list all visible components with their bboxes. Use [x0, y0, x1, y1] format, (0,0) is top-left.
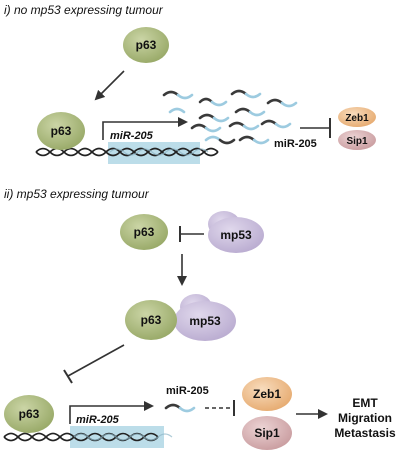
p63-mp53-complex: p63 mp53 [125, 294, 236, 341]
mp53-label: mp53 [189, 314, 221, 328]
sip1-node: Sip1 [338, 130, 376, 150]
zeb1-node: Zeb1 [338, 107, 376, 127]
gene-label: miR-205 [76, 414, 120, 426]
dna-helix-light [73, 433, 173, 441]
dna-helix-light [109, 148, 209, 156]
p63-label: p63 [134, 225, 155, 239]
complex-inhibition-bar [63, 369, 73, 384]
binding-arrow [94, 70, 125, 101]
mirna-single [164, 403, 196, 413]
p63-bound-node: p63 [4, 395, 54, 433]
sip1-label: Sip1 [254, 426, 280, 440]
outcome-migration: Migration [338, 411, 392, 425]
zeb1-node: Zeb1 [242, 377, 292, 411]
p63-label: p63 [141, 313, 162, 327]
complex-inhibition-line [67, 344, 125, 377]
gene-label: miR-205 [110, 130, 154, 142]
mirna-label: miR-205 [274, 138, 317, 150]
mirna-label: miR-205 [166, 385, 209, 397]
panel-i-title: i) no mp53 expressing tumour [4, 3, 164, 17]
sip1-node: Sip1 [242, 416, 292, 450]
p63-label: p63 [51, 124, 72, 138]
transcription-arrow [69, 401, 154, 424]
p63-bound-node: p63 [37, 112, 85, 150]
mp53-top-node: mp53 [208, 211, 264, 253]
transcription-arrow [102, 117, 188, 140]
panel-ii-title: ii) mp53 expressing tumour [4, 187, 150, 201]
p63-label: p63 [19, 407, 40, 421]
zeb1-label: Zeb1 [345, 113, 369, 124]
mp53-label: mp53 [220, 228, 252, 242]
outcome-emt: EMT [352, 396, 378, 410]
p63-top-node: p63 [120, 214, 168, 250]
p63-label: p63 [136, 38, 157, 52]
mirna-cluster [162, 89, 298, 145]
outcome-metastasis: Metastasis [334, 426, 396, 440]
p63-free-node: p63 [123, 27, 169, 63]
sip1-label: Sip1 [346, 136, 368, 147]
zeb1-label: Zeb1 [253, 387, 281, 401]
dna-helix [35, 147, 219, 157]
